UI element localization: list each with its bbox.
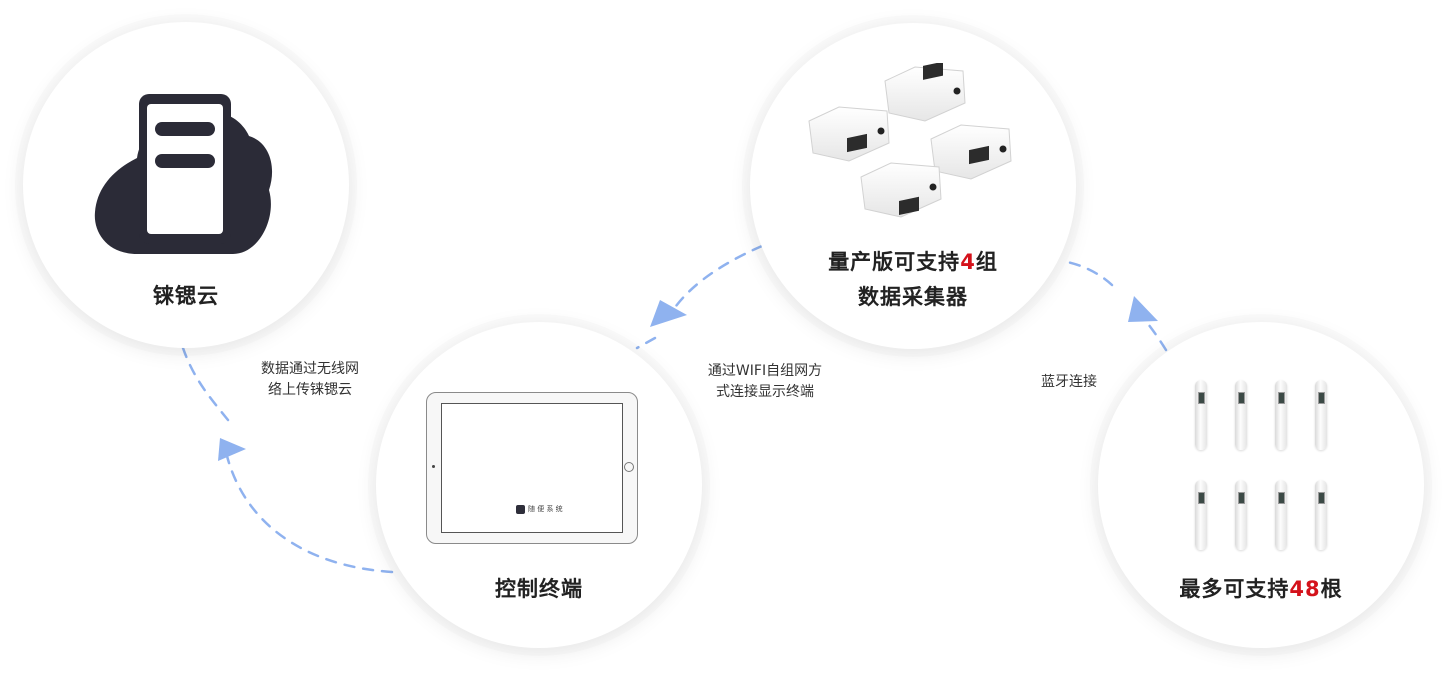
collector-label-pre: 量产版可支持: [828, 250, 961, 274]
sensor-probe-icon: [1195, 380, 1207, 450]
sensor-probe-icon: [1235, 480, 1247, 550]
terminal-label: 控制终端: [495, 577, 583, 601]
tablet-icon: 随 便 系 统: [426, 392, 638, 544]
tablet-screen: 随 便 系 统: [441, 403, 623, 533]
note-hub-to-terminal-line2: 式连接显示终端: [716, 384, 814, 400]
terminal-node: 随 便 系 统 控制终端: [376, 322, 702, 648]
sensors-label: 最多可支持48根: [1098, 572, 1424, 607]
data-collector-device-icon: [808, 63, 1012, 218]
sensor-probe-icon: [1275, 380, 1287, 450]
cloud-label: 铼锶云: [153, 284, 219, 308]
arrowhead-terminal: [650, 300, 687, 327]
cloud-server-icon: [94, 94, 273, 254]
cloud-node: 铼锶云: [23, 22, 349, 348]
note-terminal-to-cloud: 数据通过无线网 络上传铼锶云: [248, 359, 372, 401]
collector-unit-2: [808, 106, 890, 162]
collector-count: 4: [960, 250, 976, 274]
note-hub-to-terminal-line1: 通过WIFI自组网方: [707, 363, 823, 379]
arrowhead-cloud: [218, 438, 246, 461]
sensors-count: 48: [1289, 577, 1321, 601]
collector-unit-4: [860, 162, 942, 218]
note-sensors-to-hub: 蓝牙连接: [1024, 372, 1114, 393]
collector-node: 量产版可支持4组 数据采集器: [750, 23, 1076, 349]
home-button-icon: [624, 462, 634, 472]
collector-label-post: 组: [975, 250, 998, 274]
sensors-node: 最多可支持48根: [1098, 322, 1424, 648]
collector-unit-1: [884, 63, 966, 122]
note-hub-to-terminal: 通过WIFI自组网方 式连接显示终端: [692, 361, 838, 403]
arrow-hub-to-terminal: [635, 244, 764, 350]
sensor-probe-icon: [1235, 380, 1247, 450]
note-terminal-to-cloud-line1: 数据通过无线网: [261, 361, 359, 377]
note-sensors-to-hub-line1: 蓝牙连接: [1041, 374, 1097, 390]
collector-unit-3: [930, 124, 1012, 180]
camera-dot: [432, 465, 435, 468]
app-badge: 随 便 系 统: [516, 504, 563, 514]
collector-label-line2: 数据采集器: [858, 285, 968, 309]
sensor-probe-icon: [1195, 480, 1207, 550]
sensors-label-pre: 最多可支持: [1179, 577, 1290, 601]
sensor-probe-icon: [1275, 480, 1287, 550]
sensors-label-post: 根: [1320, 577, 1343, 601]
note-terminal-to-cloud-line2: 络上传铼锶云: [268, 382, 352, 398]
collector-label: 量产版可支持4组 数据采集器: [750, 245, 1076, 315]
app-name: 随 便 系 统: [528, 505, 563, 513]
sensor-probe-icon: [1315, 480, 1327, 550]
arrow-terminal-to-cloud: [181, 346, 394, 574]
arrowhead-hub: [1128, 296, 1158, 322]
sensor-probe-icon: [1315, 380, 1327, 450]
app-icon: [516, 504, 525, 514]
arrow-sensors-to-hub: [1060, 259, 1168, 352]
